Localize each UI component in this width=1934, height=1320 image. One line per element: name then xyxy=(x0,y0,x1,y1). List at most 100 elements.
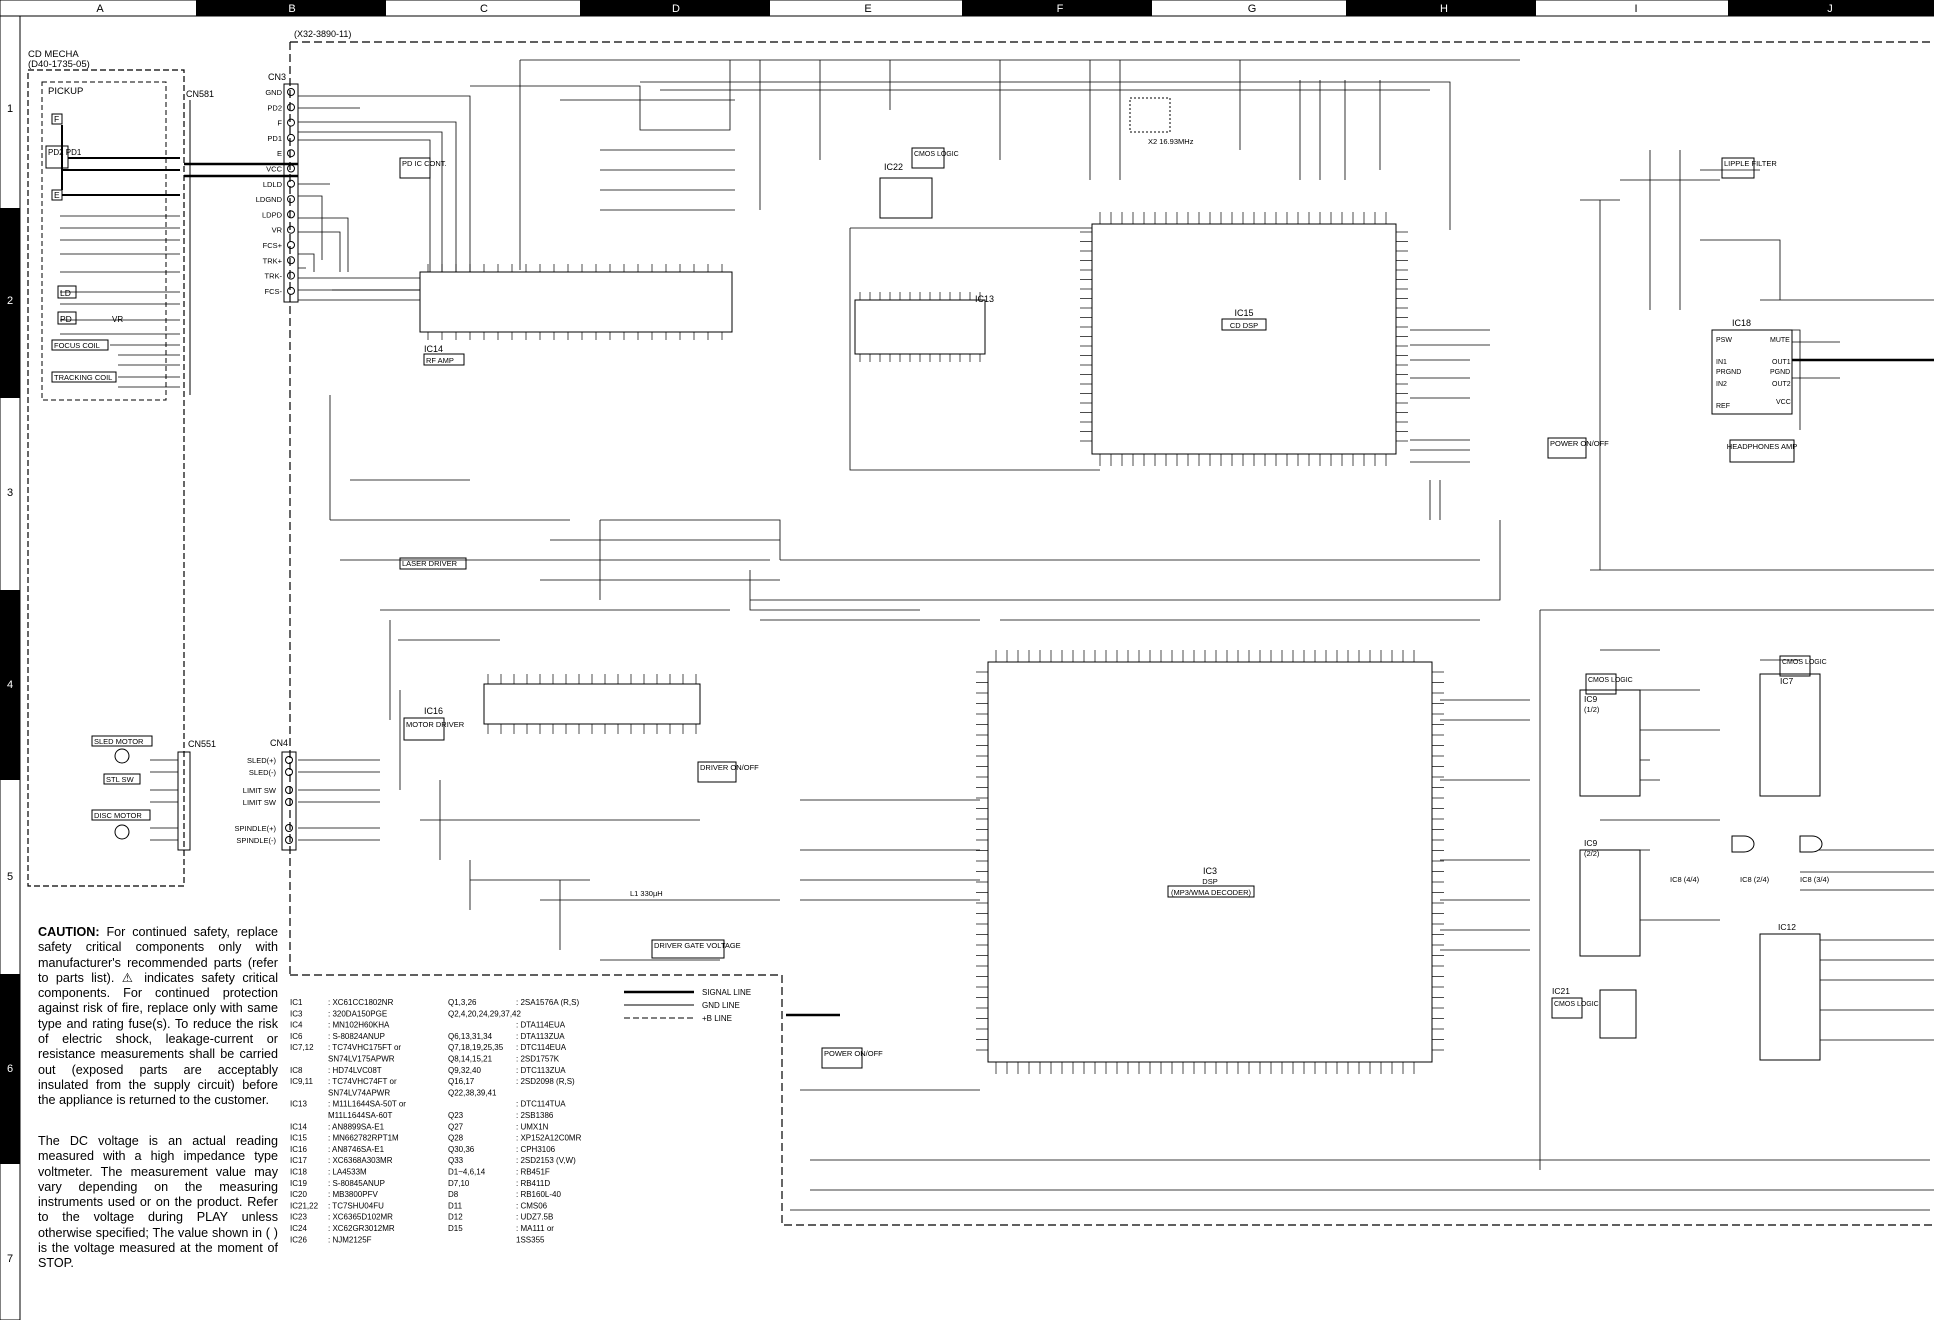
caution-note: CAUTION: For continued safety, replace s… xyxy=(38,925,278,1109)
parts-ref: Q23 xyxy=(448,1111,464,1120)
svg-text:MUTE: MUTE xyxy=(1770,337,1790,344)
parts-ref: Q6,13,31,34 xyxy=(448,1032,493,1041)
cn3-pin xyxy=(287,195,295,204)
sled-motor-label: SLED MOTOR xyxy=(94,737,144,746)
parts-ref: IC6 xyxy=(290,1032,303,1041)
column-label-F: F xyxy=(1057,3,1064,15)
parts-ref: Q33 xyxy=(448,1156,464,1165)
ic21-name: CMOS LOGIC xyxy=(1554,1001,1599,1008)
legend-signal: SIGNAL LINE xyxy=(702,988,751,997)
parts-ref: IC19 xyxy=(290,1179,307,1188)
parts-value: : DTA113ZUA xyxy=(516,1032,565,1041)
legend-b: +B LINE xyxy=(702,1014,732,1023)
parts-value: : RB411D xyxy=(516,1179,550,1188)
parts-value: : RB451F xyxy=(516,1168,550,1177)
svg-text:REF: REF xyxy=(1716,403,1730,410)
row-label-6: 6 xyxy=(7,1063,13,1075)
cn3-pin xyxy=(287,179,295,188)
cn3-pin-label: VR xyxy=(272,226,283,235)
parts-ref: IC16 xyxy=(290,1145,307,1154)
svg-text:PRGND: PRGND xyxy=(1716,369,1741,376)
pickup-elements: F PD2 PD1 E LD PD VR FOCUS COIL TRACKING… xyxy=(45,113,180,388)
parts-ref: IC7,12 xyxy=(290,1043,314,1052)
ic3-ref: IC3 xyxy=(1203,866,1217,876)
caution-body: For continued safety, replace safety cri… xyxy=(38,925,279,1108)
row-label-3: 3 xyxy=(7,487,13,499)
ic12-ref: IC12 xyxy=(1778,922,1796,932)
vr-label: VR xyxy=(112,315,123,324)
tracking-coil-label: TRACKING COIL xyxy=(54,373,112,382)
parts-value: : HD74LVC08T xyxy=(328,1066,382,1075)
ic8-4: IC8 (4/4) xyxy=(1670,875,1700,884)
board-code: (X32-3890-11) xyxy=(294,29,351,39)
parts-value: : CPH3106 xyxy=(516,1145,556,1154)
logic-section: IC9 (1/2) CMOS LOGIC IC9 (2/2) IC7 CMOS … xyxy=(1551,655,1830,1061)
ic3-sub: (MP3/WMA DECODER) xyxy=(1171,888,1252,897)
parts-value: : LA4533M xyxy=(328,1168,367,1177)
parts-value: : DTA114EUA xyxy=(516,1021,566,1030)
parts-value: : NJM2125F xyxy=(328,1235,372,1244)
parts-ref: IC21,22 xyxy=(290,1201,319,1210)
cn3-label: CN3 xyxy=(268,72,286,82)
parts-value: : XC62GR3012MR xyxy=(328,1224,395,1233)
cn3-pin xyxy=(287,88,295,96)
parts-value: : 2SD2098 (R,S) xyxy=(516,1077,575,1086)
cn4-pin xyxy=(285,798,293,806)
cn3-pin xyxy=(287,103,295,112)
cn4-pin-label: SPINDLE(+) xyxy=(235,824,277,833)
parts-value: : XC6365D102MR xyxy=(328,1213,393,1222)
pickup-label: PICKUP xyxy=(48,86,83,97)
parts-ref: IC24 xyxy=(290,1224,307,1233)
parts-value: : AN8746SA-E1 xyxy=(328,1145,385,1154)
parts-value: : CMS06 xyxy=(516,1201,548,1210)
parts-ref: Q2,4,20,24,29,37,42 xyxy=(448,1009,522,1018)
parts-value: : 2SA1576A (R,S) xyxy=(516,998,579,1007)
parts-value: : MN662782RPT1M xyxy=(328,1134,399,1143)
column-label-D: D xyxy=(672,3,680,15)
parts-value: : XC6368A303MR xyxy=(328,1156,393,1165)
column-label-E: E xyxy=(864,3,871,15)
cn3-pin-label: FCS+ xyxy=(263,241,283,250)
ic16-name: MOTOR DRIVER xyxy=(406,720,465,729)
caution-head: CAUTION: xyxy=(38,925,100,939)
laser-driver-label: LASER DRIVER xyxy=(402,559,458,568)
parts-value: : UDZ7.5B xyxy=(516,1213,553,1222)
ic22-cmos-logic: IC22 CMOS LOGIC xyxy=(879,147,959,219)
parts-ref: Q16,17 xyxy=(448,1077,475,1086)
cn3-pin xyxy=(287,225,295,234)
parts-value: : AN8899SA-E1 xyxy=(328,1122,385,1131)
cn4-pin xyxy=(285,768,293,776)
parts-value: : S-80824ANUP xyxy=(328,1032,385,1041)
ic15-cd-dsp: IC15 CD DSP X2 16.93MHz xyxy=(1080,97,1408,466)
parts-ref: IC4 xyxy=(290,1021,303,1030)
main-board-outline: (X32-3890-11) xyxy=(289,29,1934,1226)
cn4-pin xyxy=(285,824,293,832)
parts-ref: Q28 xyxy=(448,1134,464,1143)
parts-ref: IC8 xyxy=(290,1066,303,1075)
cn3-pin-label: TRK- xyxy=(265,272,283,281)
svg-text:F: F xyxy=(54,114,59,124)
mecha-code: (D40-1735-05) xyxy=(28,59,90,70)
parts-value: : M11L1644SA-50T or xyxy=(328,1100,406,1109)
focus-coil-label: FOCUS COIL xyxy=(54,341,100,350)
row-label-2: 2 xyxy=(7,295,13,307)
parts-value: : DTC114TUA xyxy=(516,1100,566,1109)
parts-value: : MN102H60KHA xyxy=(328,1021,390,1030)
cn3-pin-label: GND xyxy=(265,88,282,97)
cn4-label: CN4 xyxy=(270,738,288,748)
parts-ref: IC17 xyxy=(290,1156,307,1165)
cn3-pin xyxy=(287,149,295,158)
parts-value: M11L1644SA-60T xyxy=(328,1111,392,1120)
ic7-name: CMOS LOGIC xyxy=(1782,659,1827,666)
parts-value: : TC74VHC74FT or xyxy=(328,1077,397,1086)
parts-ref: D11 xyxy=(448,1201,463,1210)
parts-ref: Q30,36 xyxy=(448,1145,475,1154)
parts-ref: IC23 xyxy=(290,1213,307,1222)
parts-value: SN74LV175APWR xyxy=(328,1055,395,1064)
mecha-title: CD MECHA xyxy=(28,49,79,60)
cn3-pin xyxy=(287,286,295,295)
ic22-name: CMOS LOGIC xyxy=(914,151,959,158)
